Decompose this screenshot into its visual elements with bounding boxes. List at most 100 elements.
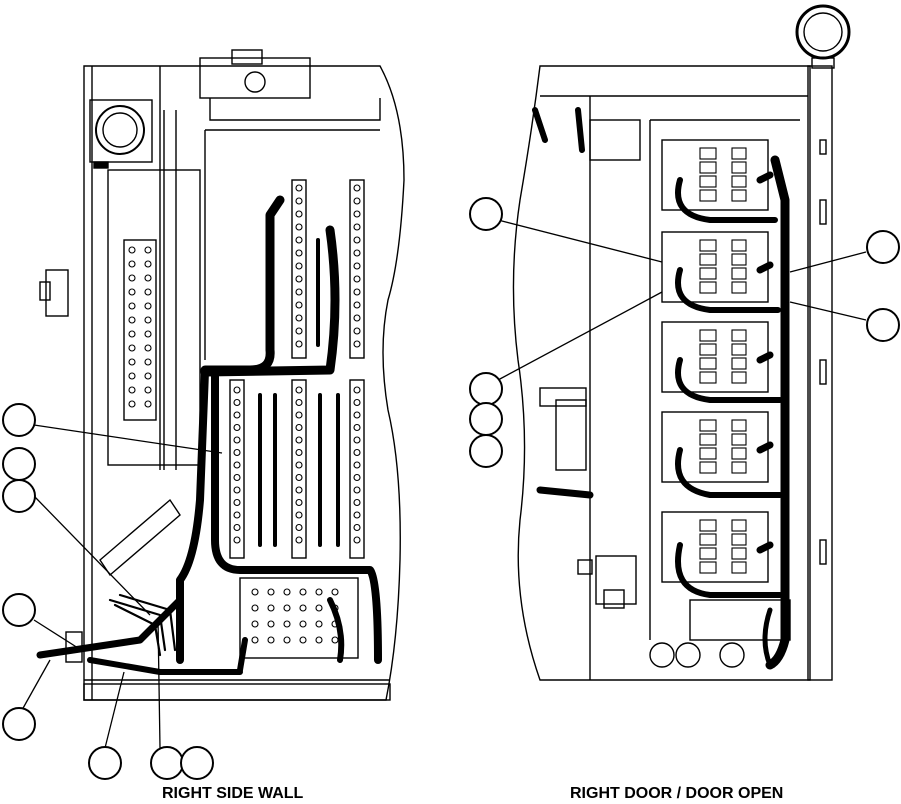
callout-circle bbox=[2, 707, 36, 741]
breaker-rocker bbox=[699, 147, 717, 160]
terminal-screw bbox=[267, 620, 275, 628]
terminal-screw bbox=[128, 246, 136, 254]
terminal-screw bbox=[233, 536, 241, 544]
terminal-screw bbox=[233, 473, 241, 482]
terminal-screw bbox=[283, 636, 291, 644]
breaker-terminal bbox=[731, 329, 747, 342]
terminal-screw bbox=[295, 461, 303, 469]
breaker-rocker bbox=[699, 561, 717, 574]
terminal-screw bbox=[353, 340, 361, 348]
terminal-screw bbox=[295, 511, 303, 519]
terminal-screw bbox=[295, 486, 303, 494]
terminal-screw bbox=[353, 536, 361, 544]
terminal-screw bbox=[128, 302, 136, 310]
terminal-screw bbox=[353, 511, 361, 519]
terminal-screw bbox=[233, 386, 241, 394]
terminal-screw bbox=[144, 288, 152, 296]
terminal-screw bbox=[233, 498, 241, 507]
terminal-screw bbox=[267, 588, 275, 596]
breaker-rocker bbox=[699, 267, 717, 280]
terminal-screw bbox=[299, 588, 307, 596]
terminal-screw bbox=[353, 523, 361, 532]
terminal-screw bbox=[295, 448, 303, 457]
terminal-screw bbox=[233, 486, 241, 494]
breaker-terminal bbox=[731, 239, 747, 252]
terminal-screw bbox=[331, 588, 339, 596]
terminal-screw bbox=[295, 301, 303, 309]
terminal-screw bbox=[353, 398, 361, 407]
terminal-screw bbox=[353, 486, 361, 494]
breaker-rocker bbox=[699, 161, 717, 174]
terminal-screw bbox=[144, 246, 152, 254]
terminal-screw bbox=[315, 604, 323, 612]
terminal-screw bbox=[128, 274, 136, 282]
terminal-screw bbox=[128, 344, 136, 352]
breaker-terminal bbox=[731, 433, 747, 446]
terminal-screw bbox=[233, 423, 241, 432]
terminal-screw bbox=[144, 358, 152, 366]
breaker-terminal bbox=[731, 519, 747, 532]
breaker-rocker bbox=[699, 329, 717, 342]
breaker-terminal bbox=[731, 533, 747, 546]
terminal-screw bbox=[295, 236, 303, 244]
breaker-terminal bbox=[731, 357, 747, 370]
callout-circles-left bbox=[2, 403, 214, 780]
callout-circles-right bbox=[469, 197, 900, 468]
terminal-screw bbox=[267, 636, 275, 644]
breaker-rocker bbox=[699, 547, 717, 560]
terminal-screw bbox=[295, 223, 303, 231]
terminal-screw bbox=[353, 411, 361, 419]
callout-circle bbox=[2, 479, 36, 513]
terminal-screw bbox=[251, 604, 259, 612]
terminal-screw bbox=[353, 223, 361, 231]
breaker-rocker bbox=[699, 519, 717, 532]
breaker-rocker bbox=[699, 239, 717, 252]
breaker-rocker bbox=[699, 371, 717, 384]
callout-circle bbox=[2, 593, 36, 627]
terminal-screw bbox=[353, 210, 361, 218]
terminal-screw bbox=[353, 301, 361, 309]
terminal-screw bbox=[295, 340, 303, 348]
terminal-screw bbox=[295, 423, 303, 432]
terminal-screw bbox=[353, 448, 361, 457]
breaker-rocker bbox=[699, 189, 717, 202]
terminal-screw bbox=[128, 372, 136, 380]
breaker-terminal bbox=[731, 281, 747, 294]
terminal-screw bbox=[128, 260, 136, 268]
terminal-screw bbox=[128, 386, 136, 394]
breaker-rocker bbox=[699, 533, 717, 546]
terminal-screw bbox=[295, 327, 303, 335]
breaker-rocker bbox=[699, 419, 717, 432]
terminal-block-screws bbox=[233, 184, 361, 644]
terminal-screw bbox=[128, 358, 136, 366]
callout-circle bbox=[469, 197, 503, 231]
wiring-harness-left bbox=[36, 195, 382, 675]
breaker-terminal bbox=[731, 147, 747, 160]
breaker-terminal bbox=[731, 189, 747, 202]
terminal-screw bbox=[295, 398, 303, 407]
terminal-screw bbox=[295, 197, 303, 205]
terminal-screw bbox=[315, 636, 323, 644]
left-cabinet-outline bbox=[83, 65, 405, 701]
left-panel-terminals bbox=[128, 246, 152, 408]
terminal-screw bbox=[267, 604, 275, 612]
terminal-screw bbox=[233, 448, 241, 457]
breaker-terminal bbox=[731, 547, 747, 560]
breaker-rocker bbox=[699, 433, 717, 446]
terminal-screw bbox=[353, 314, 361, 322]
terminal-screw bbox=[233, 436, 241, 444]
terminal-screw bbox=[353, 197, 361, 205]
terminal-screw bbox=[353, 288, 361, 296]
breaker-rocker bbox=[699, 343, 717, 356]
terminal-screw bbox=[295, 386, 303, 394]
terminal-screw bbox=[299, 620, 307, 628]
terminal-screw bbox=[353, 498, 361, 507]
breaker-rocker bbox=[699, 461, 717, 474]
terminal-screw bbox=[315, 588, 323, 596]
terminal-screw bbox=[283, 620, 291, 628]
terminal-screw bbox=[144, 330, 152, 338]
terminal-screw bbox=[251, 636, 259, 644]
terminal-screw bbox=[353, 327, 361, 335]
callout-circle bbox=[180, 746, 214, 780]
